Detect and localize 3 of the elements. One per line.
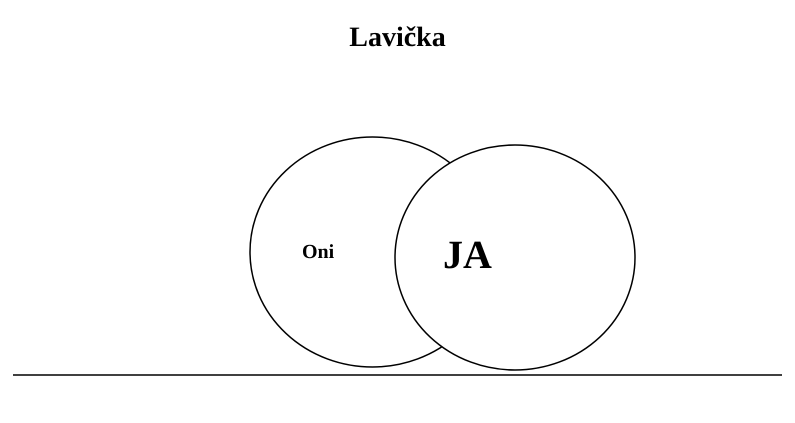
title: Lavička (348, 22, 447, 54)
node-label: JA (443, 231, 492, 279)
node-label: Oni (302, 240, 334, 264)
